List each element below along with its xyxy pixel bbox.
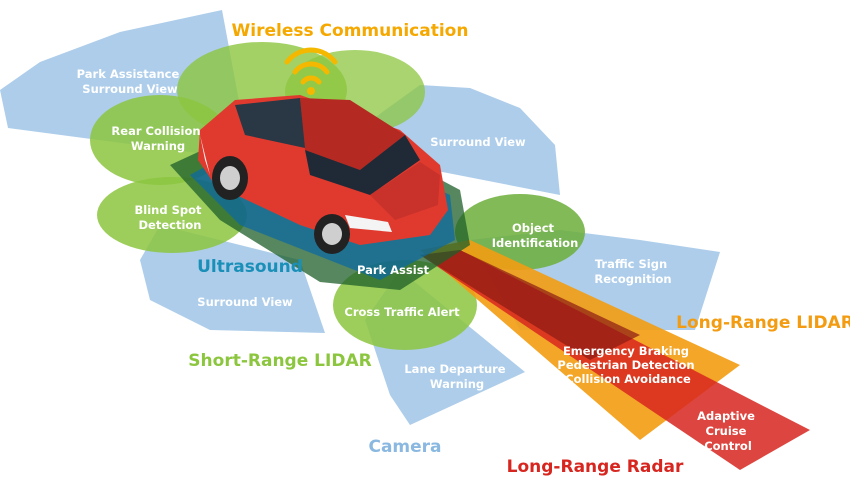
label-adaptive-cruise-control: Adaptive Cruise Control (697, 409, 759, 453)
label-park-assistance-surround-view: Park Assistance Surround View (77, 67, 184, 96)
label-object-identification: Object Identification (492, 221, 579, 250)
label-surround-view-top: Surround View (430, 135, 526, 149)
label-traffic-sign-recognition: Traffic Sign Recognition (594, 257, 671, 286)
wifi-dot-icon (307, 87, 315, 95)
legend-long-range-lidar: Long-Range LIDAR (676, 313, 850, 333)
car (198, 95, 448, 254)
legend-short-range-lidar: Short-Range LIDAR (188, 351, 371, 371)
label-surround-view-bottom: Surround View (197, 295, 293, 309)
label-park-assist: Park Assist (357, 263, 430, 277)
label-rear-collision-warning: Rear Collision Warning (111, 124, 204, 153)
legend-camera: Camera (368, 437, 441, 457)
legend-long-range-radar: Long-Range Radar (507, 457, 684, 477)
label-lane-departure-warning: Lane Departure Warning (404, 362, 509, 391)
label-cross-traffic-alert: Cross Traffic Alert (344, 305, 460, 319)
label-blind-spot-detection: Blind Spot Detection (135, 203, 206, 232)
label-emergency-braking: Emergency Braking Pedestrian Detection C… (557, 344, 698, 386)
legend-wireless-communication: Wireless Communication (232, 21, 469, 41)
wifi-icon (284, 47, 338, 85)
legend-ultrasound: Ultrasound (197, 257, 303, 277)
radar-beam-core (420, 250, 640, 360)
